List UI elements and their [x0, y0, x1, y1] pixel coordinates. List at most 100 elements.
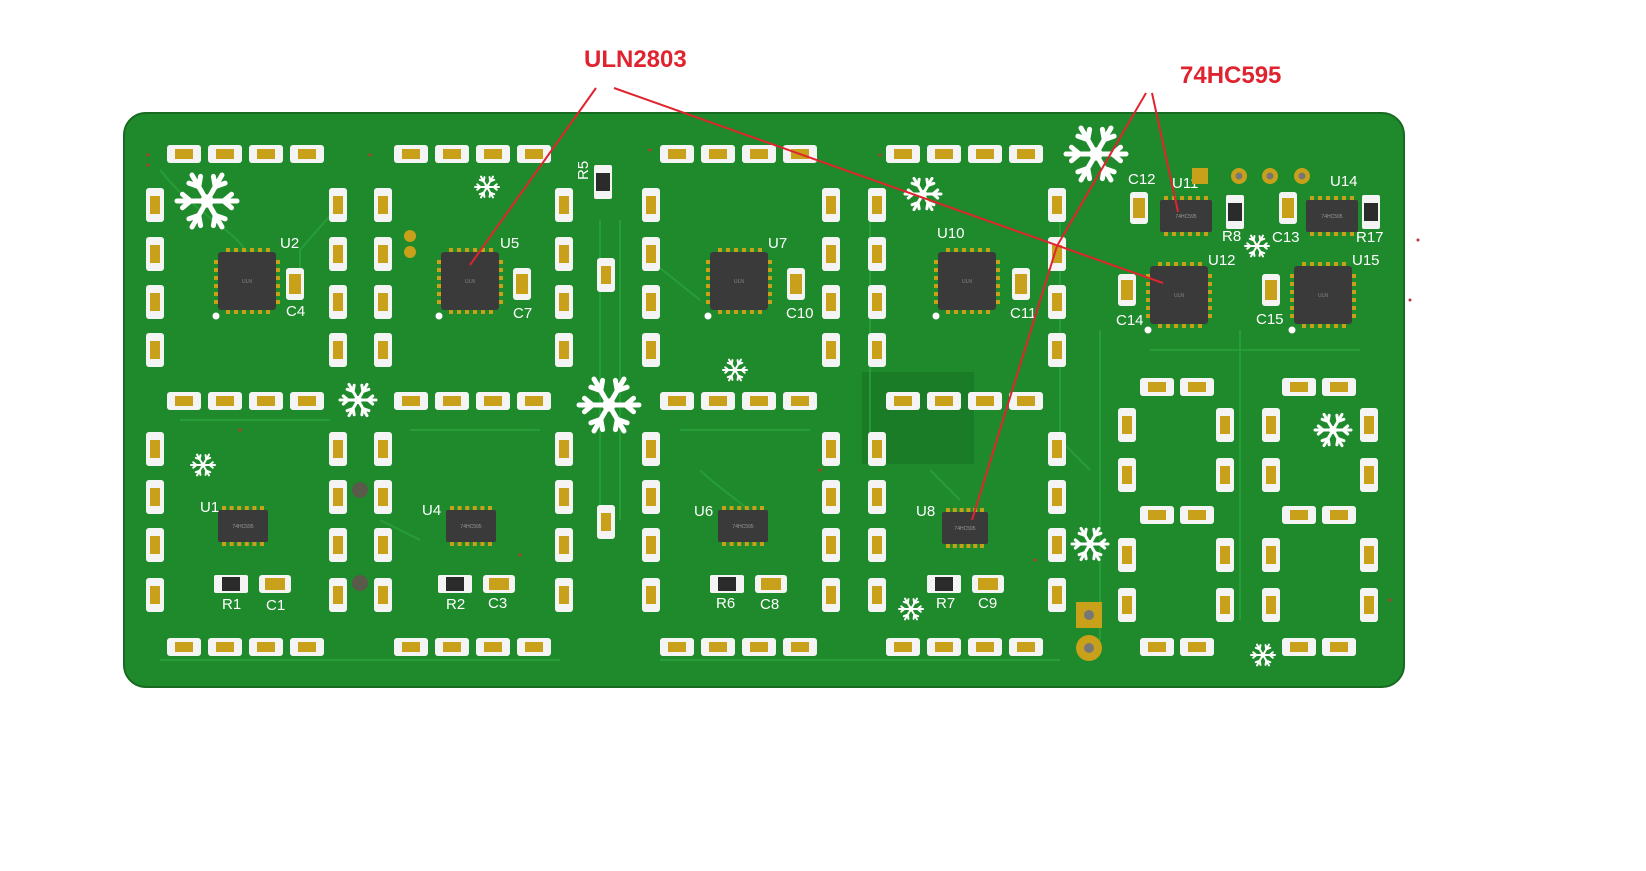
snowflake-icon — [474, 175, 500, 199]
led-pad-42 — [742, 638, 776, 656]
soic-chip-U6 — [718, 506, 768, 546]
ref-R7: R7 — [936, 595, 955, 612]
resistor-R7 — [927, 575, 961, 593]
led-pad-86 — [642, 528, 660, 562]
led-pad-132 — [1118, 538, 1136, 572]
led-pad-45 — [927, 638, 961, 656]
led-pad-80 — [642, 188, 660, 222]
led-pad-88 — [822, 188, 840, 222]
capacitor-C13 — [1279, 192, 1297, 224]
led-pad-21 — [435, 392, 469, 410]
ref-C8: C8 — [760, 596, 779, 613]
ref-C11: C11 — [1010, 305, 1036, 322]
header-pin-hole-0 — [1235, 172, 1243, 180]
led-pad-5 — [435, 145, 469, 163]
led-pad-28 — [886, 392, 920, 410]
led-pad-115 — [1322, 378, 1356, 396]
ref-R2: R2 — [446, 596, 465, 613]
led-pad-13 — [927, 145, 961, 163]
snowflake-icon — [903, 176, 943, 212]
led-pad-71 — [374, 578, 392, 612]
led-pad-98 — [868, 285, 886, 319]
led-pad-97 — [868, 237, 886, 271]
led-pad-31 — [1009, 392, 1043, 410]
qfn-chip-U7 — [704, 248, 772, 320]
led-pad-62 — [329, 528, 347, 562]
led-pad-68 — [374, 432, 392, 466]
led-pad-24 — [660, 392, 694, 410]
ref-R8: R8 — [1222, 228, 1241, 245]
qfn-marking-U15: ULN — [1318, 293, 1328, 299]
led-pad-114 — [1282, 378, 1316, 396]
ref-U11: U11 — [1172, 175, 1198, 192]
snowflake-icon — [898, 597, 924, 621]
led-pad-137 — [1262, 588, 1280, 622]
header-pin-square — [1192, 168, 1208, 184]
soic-marking-U6: 74HC595 — [732, 524, 753, 530]
led-pad-112 — [1140, 378, 1174, 396]
soic-marking-U14: 74HC595 — [1321, 214, 1342, 220]
soic-marking-U8: 74HC595 — [954, 526, 975, 532]
ref-U14: U14 — [1330, 173, 1358, 190]
soic-marking-U1: 74HC595 — [232, 524, 253, 530]
led-pad-81 — [642, 237, 660, 271]
led-pad-30 — [968, 392, 1002, 410]
resistor-R6 — [710, 575, 744, 593]
resistor-R5 — [594, 165, 612, 199]
led-pad-109 — [1048, 480, 1066, 514]
led-pad-32 — [167, 638, 201, 656]
led-pad-111 — [1048, 578, 1066, 612]
led-pad-40 — [660, 638, 694, 656]
capacitor-C10 — [787, 268, 805, 300]
led-pad-58 — [329, 285, 347, 319]
ref-C4: C4 — [286, 303, 305, 320]
led-pad-39 — [517, 638, 551, 656]
led-pad-27 — [783, 392, 817, 410]
led-pad-55 — [146, 578, 164, 612]
led-pad-66 — [374, 285, 392, 319]
marker-dot-10 — [518, 553, 522, 557]
capacitor-C4 — [286, 268, 304, 300]
marker-dot-11 — [1033, 558, 1037, 562]
qfn-chip-U2 — [212, 248, 280, 320]
led-pad-113 — [1180, 378, 1214, 396]
ref-C1: C1 — [266, 597, 285, 614]
ref-U7: U7 — [768, 235, 787, 252]
resistor-R2 — [438, 575, 472, 593]
led-pad-19 — [290, 392, 324, 410]
led-pad-102 — [868, 528, 886, 562]
led-pad-108 — [1048, 432, 1066, 466]
led-pad-63 — [329, 578, 347, 612]
capacitor-C8 — [755, 575, 787, 593]
ref-U15: U15 — [1352, 252, 1380, 269]
marker-dot-6 — [1408, 298, 1412, 302]
led-pad-25 — [701, 392, 735, 410]
led-pad-119 — [1322, 506, 1356, 524]
ref-R6: R6 — [716, 595, 735, 612]
led-pad-129 — [1262, 458, 1280, 492]
led-pad-140 — [597, 258, 615, 292]
led-pad-78 — [555, 528, 573, 562]
led-pad-121 — [1180, 638, 1214, 656]
callout-leader-line — [1151, 92, 1179, 213]
qfn-chip-U5 — [435, 248, 503, 320]
qfn-marking-U12: ULN — [1174, 293, 1184, 299]
led-pad-104 — [1048, 188, 1066, 222]
resistor-R1 — [214, 575, 248, 593]
power-pad-hole — [1084, 610, 1094, 620]
ref-R1: R1 — [222, 596, 241, 613]
ref-U8: U8 — [916, 503, 935, 520]
led-pad-20 — [394, 392, 428, 410]
snowflake-icon — [576, 376, 642, 434]
led-pad-135 — [1216, 588, 1234, 622]
led-pad-106 — [1048, 285, 1066, 319]
marker-dot-4 — [878, 153, 882, 157]
led-pad-103 — [868, 578, 886, 612]
led-pad-110 — [1048, 528, 1066, 562]
led-pad-118 — [1282, 506, 1316, 524]
marker-dot-5 — [1416, 238, 1420, 242]
soic-marking-U11: 74HC595 — [1175, 214, 1196, 220]
led-pad-76 — [555, 432, 573, 466]
ref-C3: C3 — [488, 595, 507, 612]
marker-dot-3 — [648, 148, 652, 152]
